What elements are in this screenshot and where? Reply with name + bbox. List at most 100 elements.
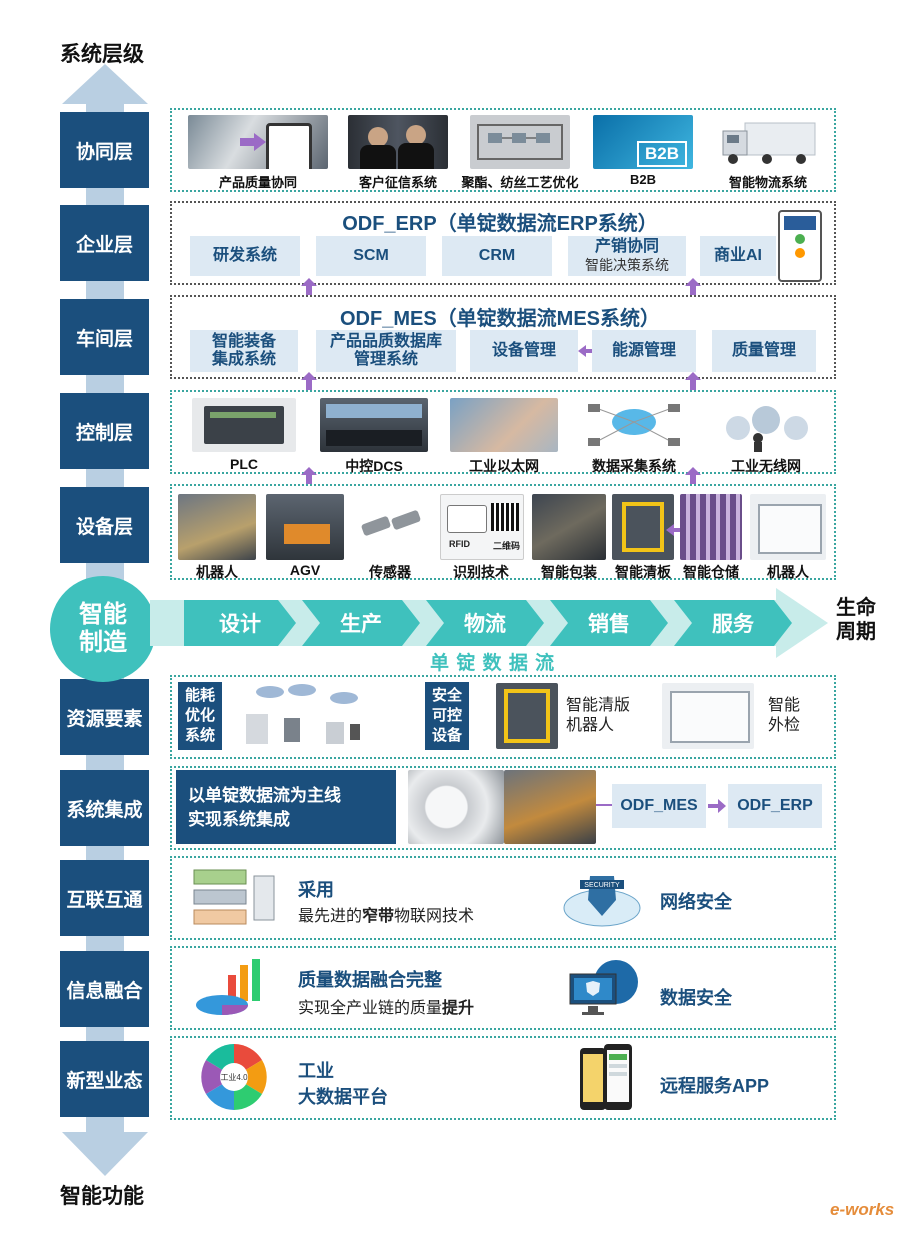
integration-mes-box: ODF_MES bbox=[612, 784, 706, 828]
mes-module-equip-mgmt: 设备管理 bbox=[470, 330, 578, 372]
erp-module-scm: SCM bbox=[316, 236, 426, 276]
device-caption-robot2: 机器人 bbox=[767, 564, 809, 580]
interconnect-right-label: 网络安全 bbox=[660, 892, 732, 912]
integration-headline: 以单锭数据流为主线 实现系统集成 bbox=[176, 770, 396, 844]
device-image-cleaning bbox=[612, 494, 674, 560]
axis-bottom-label: 智能功能 bbox=[60, 1185, 144, 1208]
level-info-fusion: 信息融合 bbox=[60, 951, 149, 1027]
interconnect-panel bbox=[170, 856, 836, 940]
integration-image-yarn bbox=[408, 770, 504, 844]
stage-design: 设计 bbox=[184, 600, 296, 646]
security-badge-text: SECURITY bbox=[584, 882, 620, 889]
level-collab: 协同层 bbox=[60, 112, 149, 188]
level-new-business: 新型业态 bbox=[60, 1041, 149, 1117]
info-fusion-panel bbox=[170, 946, 836, 1030]
level-control: 控制层 bbox=[60, 393, 149, 469]
lifecycle-label: 生命 周期 bbox=[836, 597, 876, 643]
collab-image-process bbox=[470, 115, 570, 169]
device-caption-cleaning: 智能清板 bbox=[615, 564, 671, 580]
integration-image-factory bbox=[504, 770, 596, 844]
energy-network-image bbox=[226, 682, 376, 750]
collab-caption-credit: 客户征信系统 bbox=[358, 175, 437, 190]
new-business-title: 工业 大数据平台 bbox=[298, 1061, 388, 1107]
level-enterprise: 企业层 bbox=[60, 205, 149, 281]
mobile-app-icon bbox=[576, 1042, 636, 1114]
collab-image-credit bbox=[348, 115, 448, 169]
control-caption-wireless: 工业无线网 bbox=[731, 458, 801, 474]
nb-iot-diagram-image bbox=[188, 866, 280, 930]
integration-erp-box: ODF_ERP bbox=[728, 784, 822, 828]
stage-logistics: 物流 bbox=[426, 600, 544, 646]
energy-system-label: 能耗 优化 系统 bbox=[178, 682, 222, 750]
axis-top-label: 系统层级 bbox=[60, 43, 144, 66]
device-image-sensor bbox=[352, 494, 428, 560]
control-image-ethernet bbox=[450, 398, 558, 452]
resource-item-cleaning-robot: 智能清版 机器人 bbox=[566, 697, 631, 734]
collab-caption-b2b: B2B bbox=[629, 172, 656, 187]
single-spindle-stream-label: 单 锭 数 据 流 bbox=[430, 653, 556, 674]
collab-caption-logistics: 智能物流系统 bbox=[728, 175, 807, 190]
device-caption-packaging: 智能包装 bbox=[541, 564, 597, 580]
mes-module-quality-db: 产品品质数据库 管理系统 bbox=[316, 330, 456, 372]
arrow-down-icon bbox=[62, 1120, 148, 1176]
control-image-wireless bbox=[714, 398, 818, 452]
new-business-panel bbox=[170, 1036, 836, 1120]
stage-production: 生产 bbox=[302, 600, 420, 646]
device-caption-agv: AGV bbox=[289, 562, 321, 578]
rfid-label: RFID bbox=[449, 539, 470, 549]
device-image-rfid: RFID 二维码 bbox=[440, 494, 524, 560]
device-image-packaging bbox=[532, 494, 606, 560]
device-caption-sensor: 传感器 bbox=[369, 564, 411, 580]
safety-device-label: 安全 可控 设备 bbox=[425, 682, 469, 750]
erp-module-crm: CRM bbox=[442, 236, 552, 276]
data-chart-image bbox=[188, 955, 280, 1021]
arrow-up-icon bbox=[62, 64, 148, 112]
device-image-robot2 bbox=[750, 494, 826, 560]
info-fusion-desc: 实现全产业链的质量提升 bbox=[298, 1000, 475, 1017]
control-caption-collection: 数据采集系统 bbox=[592, 458, 676, 474]
device-caption-storage: 智能仓储 bbox=[683, 564, 739, 580]
device-caption-rfid: 识别技术 bbox=[453, 564, 509, 580]
erp-module-ai: 商业AI bbox=[700, 236, 776, 276]
arrow-left-icon bbox=[578, 345, 592, 357]
erp-title: ODF_ERP（单锭数据流ERP系统） bbox=[342, 213, 658, 235]
collab-caption-quality: 产品质量协同 bbox=[218, 175, 297, 190]
collab-image-quality bbox=[188, 115, 328, 169]
level-integration: 系统集成 bbox=[60, 770, 149, 846]
level-workshop: 车间层 bbox=[60, 299, 149, 375]
industry-wheel-image: 工业4.0 bbox=[198, 1040, 270, 1114]
interconnect-title: 采用 bbox=[298, 880, 334, 900]
resource-item-inspection: 智能 外检 bbox=[768, 697, 801, 734]
data-security-monitor-icon bbox=[566, 952, 644, 1022]
wheel-center-text: 工业4.0 bbox=[220, 1072, 248, 1082]
mes-title: ODF_MES（单锭数据流MES系统） bbox=[339, 308, 661, 330]
info-fusion-title: 质量数据融合完整 bbox=[298, 970, 442, 990]
erp-module-rd: 研发系统 bbox=[190, 236, 300, 276]
stage-sales: 销售 bbox=[550, 600, 668, 646]
phone-app-image bbox=[778, 210, 822, 282]
integration-connector-icon bbox=[596, 804, 612, 806]
arrow-left-icon bbox=[666, 524, 680, 536]
device-image-storage bbox=[680, 494, 742, 560]
device-caption-robot: 机器人 bbox=[196, 564, 238, 580]
collab-image-b2b: B2B bbox=[593, 115, 693, 169]
erp-module-sales: 产销协同智能决策系统 bbox=[568, 236, 686, 276]
collab-image-logistics bbox=[717, 115, 819, 169]
level-resource: 资源要素 bbox=[60, 679, 149, 755]
control-image-dcs bbox=[320, 398, 428, 452]
b2b-badge: B2B bbox=[637, 141, 687, 167]
control-caption-ethernet: 工业以太网 bbox=[469, 458, 539, 474]
control-image-collection bbox=[582, 398, 686, 452]
control-image-plc bbox=[192, 398, 296, 452]
qr-label: 二维码 bbox=[493, 541, 521, 551]
security-cloud-icon: SECURITY bbox=[560, 866, 644, 930]
lifecycle-arrow-head-icon bbox=[776, 588, 828, 658]
info-fusion-right-label: 数据安全 bbox=[660, 988, 732, 1008]
mes-module-quality: 质量管理 bbox=[712, 330, 816, 372]
resource-image-inspection bbox=[662, 683, 754, 749]
level-interconnect: 互联互通 bbox=[60, 860, 149, 936]
collab-caption-process: 聚酯、纺丝工艺优化 bbox=[461, 175, 579, 190]
control-caption-dcs: 中控DCS bbox=[345, 458, 403, 474]
device-image-agv bbox=[266, 494, 344, 560]
arrow-right-icon bbox=[708, 799, 726, 813]
